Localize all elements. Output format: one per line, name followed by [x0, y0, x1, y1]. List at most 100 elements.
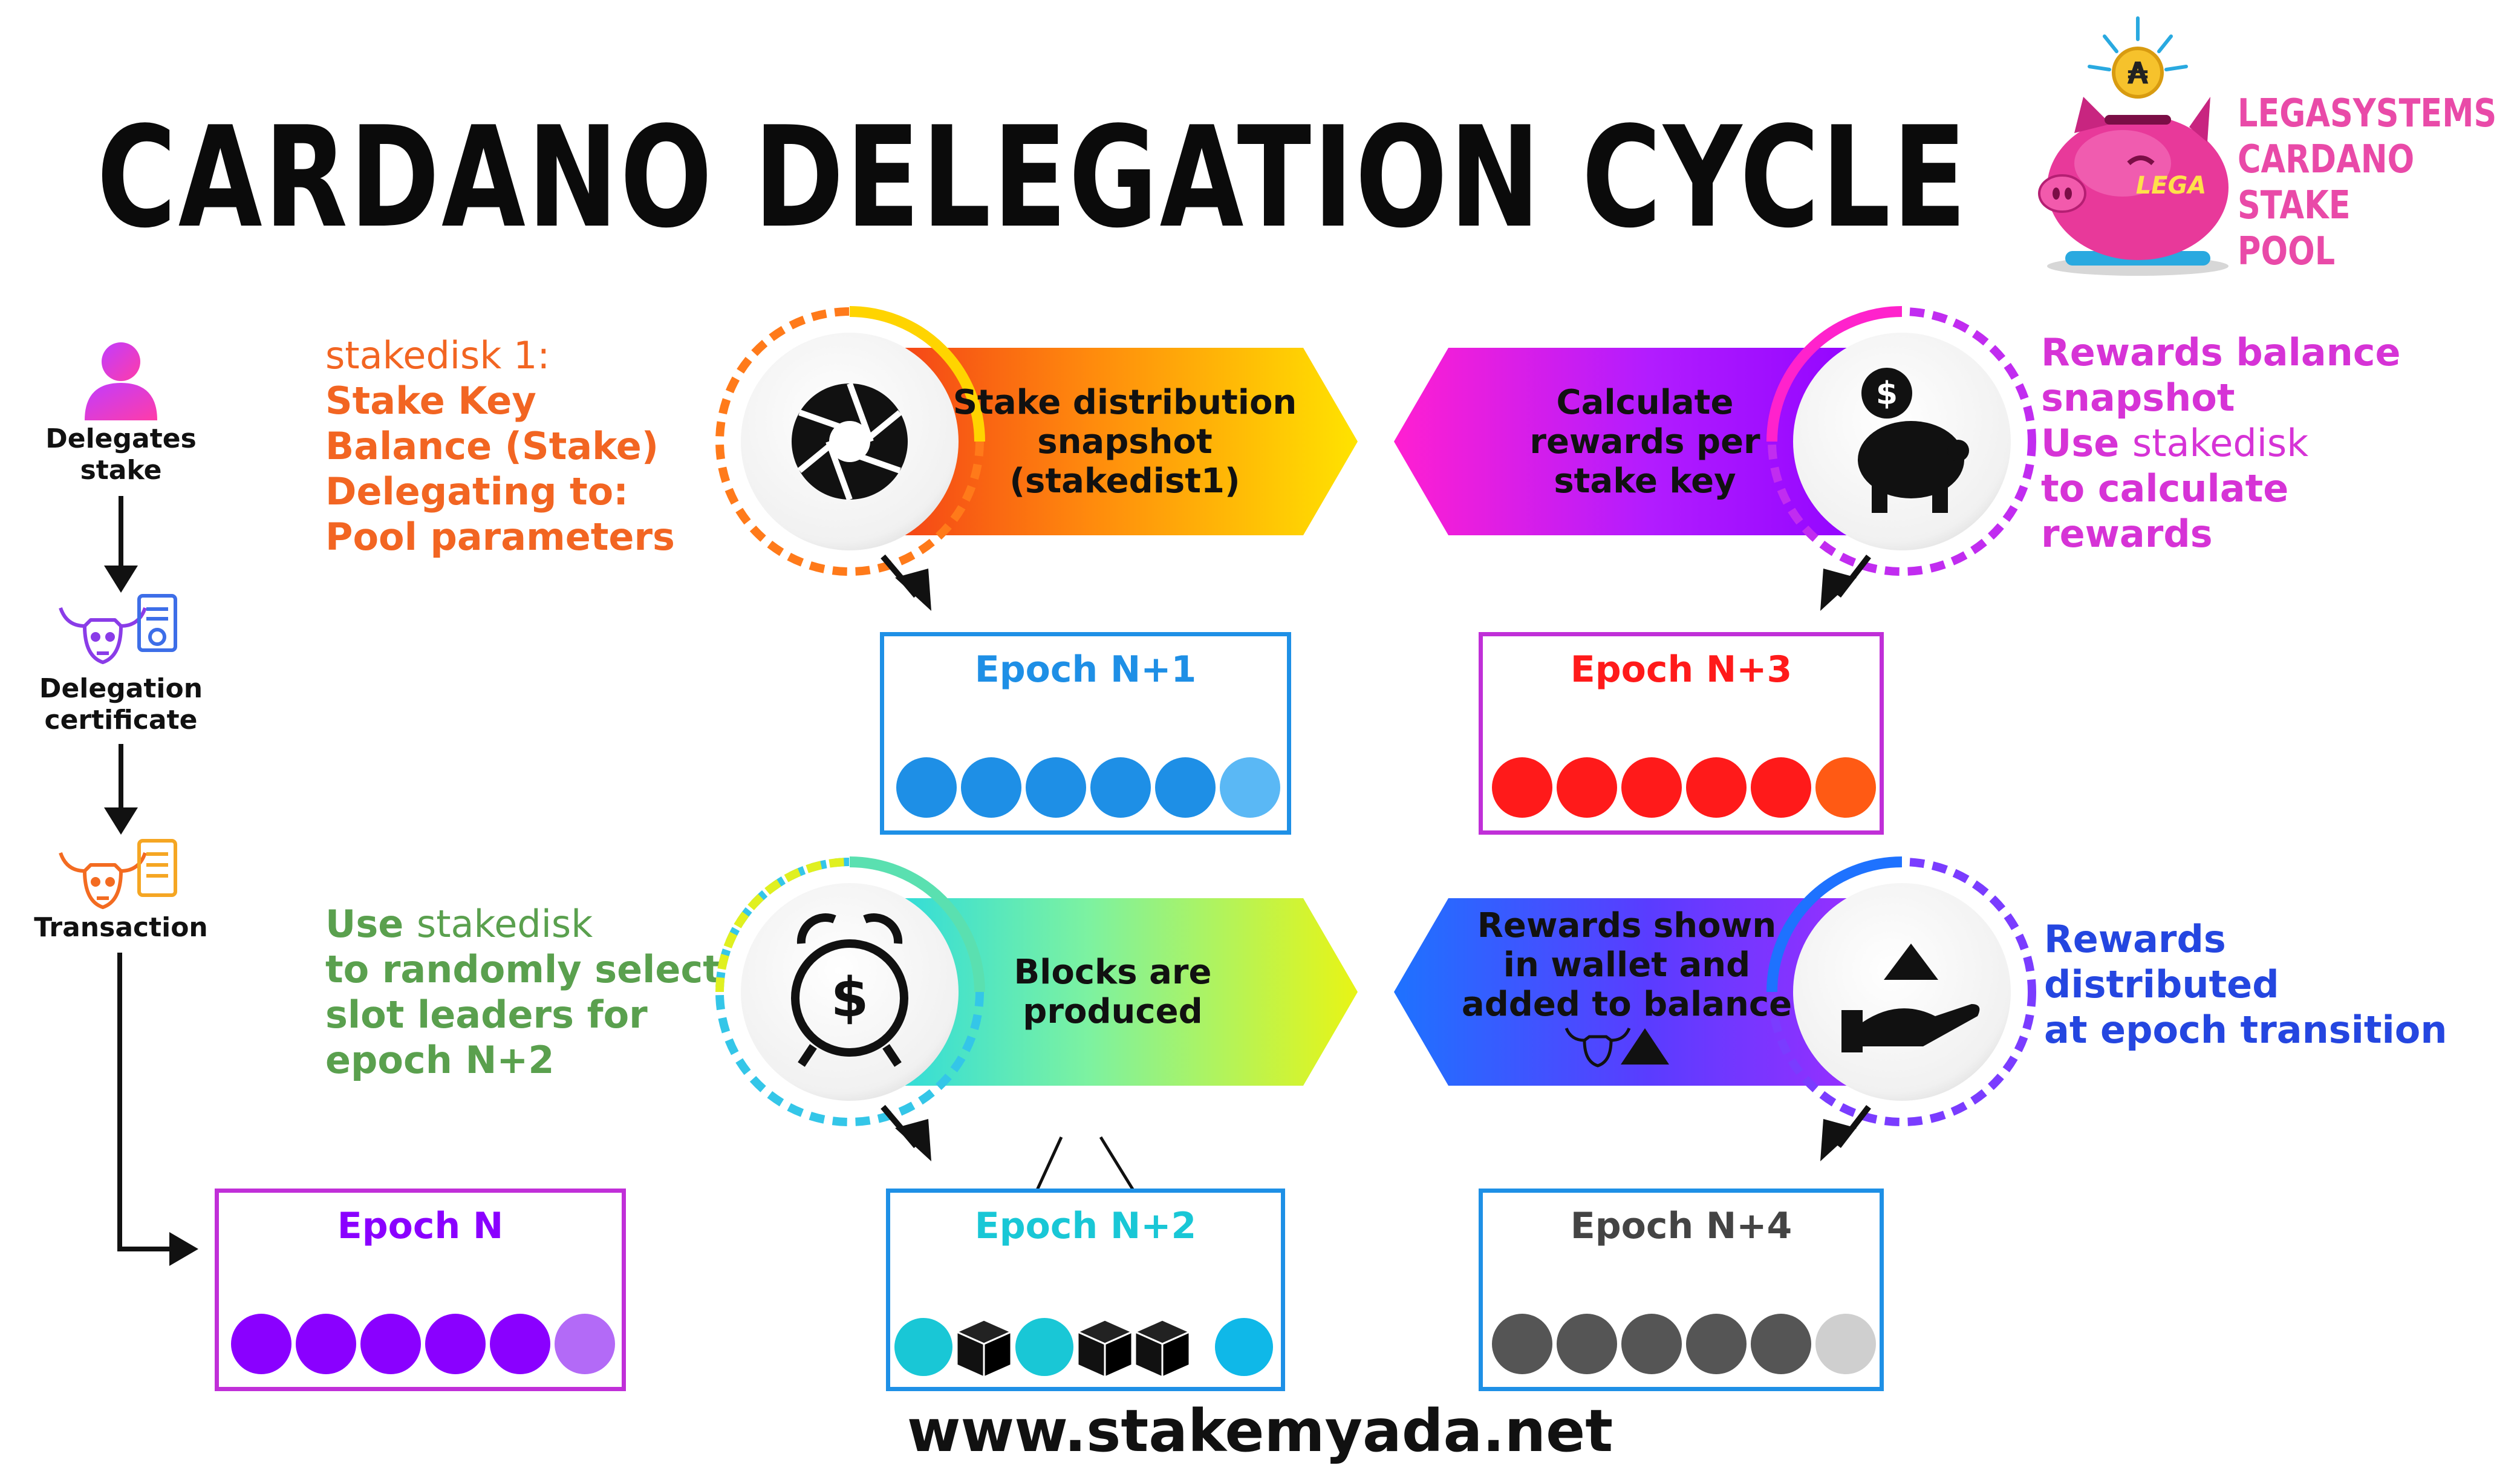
note-line: Delegating to:: [325, 469, 629, 514]
arrow-snapshot-to-n1: [881, 554, 931, 611]
slot-row: [1492, 757, 1876, 818]
bull-mini-icon: [1564, 1027, 1631, 1068]
block-cube-icon: [954, 1319, 1014, 1379]
bull-transaction-icon: [59, 839, 177, 909]
step-delegation-certificate: Delegation certificate: [24, 673, 218, 736]
step-label: Transaction: [34, 912, 208, 943]
slot-dot: [425, 1314, 486, 1374]
step-label: Delegation: [39, 673, 203, 704]
band-snapshot-text: Stake distribution snapshot (stakedist1): [943, 351, 1306, 532]
slot-dot: [1557, 1314, 1617, 1374]
note-rewards-snapshot: Rewards balance snapshot Use stakedisk t…: [2041, 330, 2401, 556]
band-snapshot: [822, 348, 1358, 535]
note-line: slot leaders for: [325, 993, 648, 1037]
badge-blocks: $: [715, 856, 985, 1126]
aperture-icon: [792, 382, 908, 501]
epoch-n2-box: Epoch N+2: [886, 1189, 1285, 1391]
note-line: Rewards balance: [2041, 330, 2401, 374]
footer-url[interactable]: www.stakemyada.net: [907, 1397, 1613, 1465]
slot-dot: [1492, 757, 1552, 818]
band-line: rewards per: [1529, 422, 1760, 461]
slot-dot: [894, 1318, 952, 1376]
note-random-select: Use stakedisk to randomly select slot le…: [325, 901, 721, 1083]
step-delegates-stake: Delegates stake: [24, 423, 218, 486]
brand-line: STAKE: [2238, 183, 2351, 228]
slot-dot: [896, 757, 957, 818]
mini-arrow-icon: [1621, 1028, 1669, 1065]
svg-text:$: $: [831, 966, 869, 1029]
note-line: Rewards: [2044, 917, 2226, 961]
step-transaction: Transaction: [24, 912, 218, 944]
slot-row: [894, 1318, 1273, 1379]
epoch-title: Epoch N+1: [974, 648, 1197, 691]
band-line: produced: [1023, 992, 1203, 1031]
badge-shown: [1766, 856, 2036, 1126]
slot-row: [231, 1314, 615, 1374]
ada-coin-icon: [2112, 47, 2164, 99]
page-title: CARDANO DELEGATION CYCLE: [97, 97, 1968, 259]
band-line: Stake distribution: [952, 382, 1297, 422]
band-line: Blocks are: [1014, 953, 1212, 992]
epoch-title: Epoch N+4: [1570, 1205, 1792, 1247]
slot-dot: [1215, 1318, 1273, 1376]
step-label: stake: [80, 455, 162, 486]
logo-text: LEGA: [2136, 172, 2207, 200]
note-distributed: Rewards distributed at epoch transition: [2044, 916, 2447, 1052]
alarm-clock-dollar-icon: $: [791, 913, 908, 1067]
band-line: Rewards shown: [1477, 905, 1777, 945]
flow-arrow: [104, 744, 138, 835]
note-stakedisk: stakedisk 1: Stake Key Balance (Stake) D…: [325, 333, 675, 559]
slot-row: [1492, 1314, 1876, 1374]
arrow-shown-to-n4: [1820, 1104, 1871, 1161]
note-line: stakedisk 1:: [325, 333, 550, 377]
epoch-n-box: Epoch N: [215, 1189, 626, 1391]
note-line: to randomly select: [325, 947, 721, 991]
sparkle-icon: [2088, 16, 2188, 71]
slot-dot: [555, 1314, 615, 1374]
band-line: stake key: [1554, 461, 1736, 501]
note-line: Balance (Stake): [325, 424, 659, 468]
step-label: certificate: [44, 705, 198, 735]
band-line: Calculate: [1556, 382, 1734, 422]
slot-dot: [360, 1314, 421, 1374]
slot-dot: [1155, 757, 1216, 818]
slot-dot: [1815, 757, 1876, 818]
flow-arrow: [104, 496, 138, 593]
slot-dot: [1686, 1314, 1747, 1374]
note-line: Pool parameters: [325, 515, 675, 559]
epoch-n1-box: Epoch N+1: [880, 632, 1291, 835]
arrow-blocks-to-n2: [881, 1104, 931, 1161]
piggy-bank-dollar-icon: $: [1858, 368, 1969, 513]
band-calculate-text: Calculate rewards per stake key: [1476, 351, 1814, 532]
note-line: Use: [2041, 421, 2120, 465]
slot-dot: [1492, 1314, 1552, 1374]
svg-text:$: $: [1876, 376, 1898, 412]
brand-line: CARDANO: [2238, 137, 2415, 182]
brand-name: LEGASYSTEMS CARDANO STAKE POOL: [2238, 91, 2496, 275]
band-line: (stakedist1): [1009, 461, 1240, 501]
note-line: rewards: [2041, 512, 2213, 556]
note-line: at epoch transition: [2044, 1008, 2447, 1052]
slot-dot: [490, 1314, 550, 1374]
note-line: Use: [325, 902, 404, 946]
slot-dot: [1751, 757, 1811, 818]
slot-dot: [1621, 757, 1682, 818]
slot-dot: [1015, 1318, 1073, 1376]
epoch-title: Epoch N+2: [974, 1205, 1197, 1247]
slot-row: [896, 757, 1280, 818]
note-line: snapshot: [2041, 376, 2235, 420]
flow-arrow-to-epoch-n: [117, 953, 198, 1266]
epoch-title: Epoch N+3: [1570, 648, 1792, 691]
block-cube-icon: [1075, 1319, 1135, 1379]
epoch-n4-box: Epoch N+4: [1479, 1189, 1884, 1391]
band-line: in wallet and: [1503, 945, 1751, 985]
slot-dot: [1815, 1314, 1876, 1374]
step-label: Delegates: [45, 423, 197, 454]
bull-certificate-icon: [59, 594, 177, 664]
user-icon: [85, 342, 157, 420]
band-blocks-text: Blocks are produced: [943, 901, 1282, 1083]
note-line: epoch N+2: [325, 1038, 555, 1082]
slot-dot: [1621, 1314, 1682, 1374]
note-line: stakedisk: [2132, 421, 2309, 465]
